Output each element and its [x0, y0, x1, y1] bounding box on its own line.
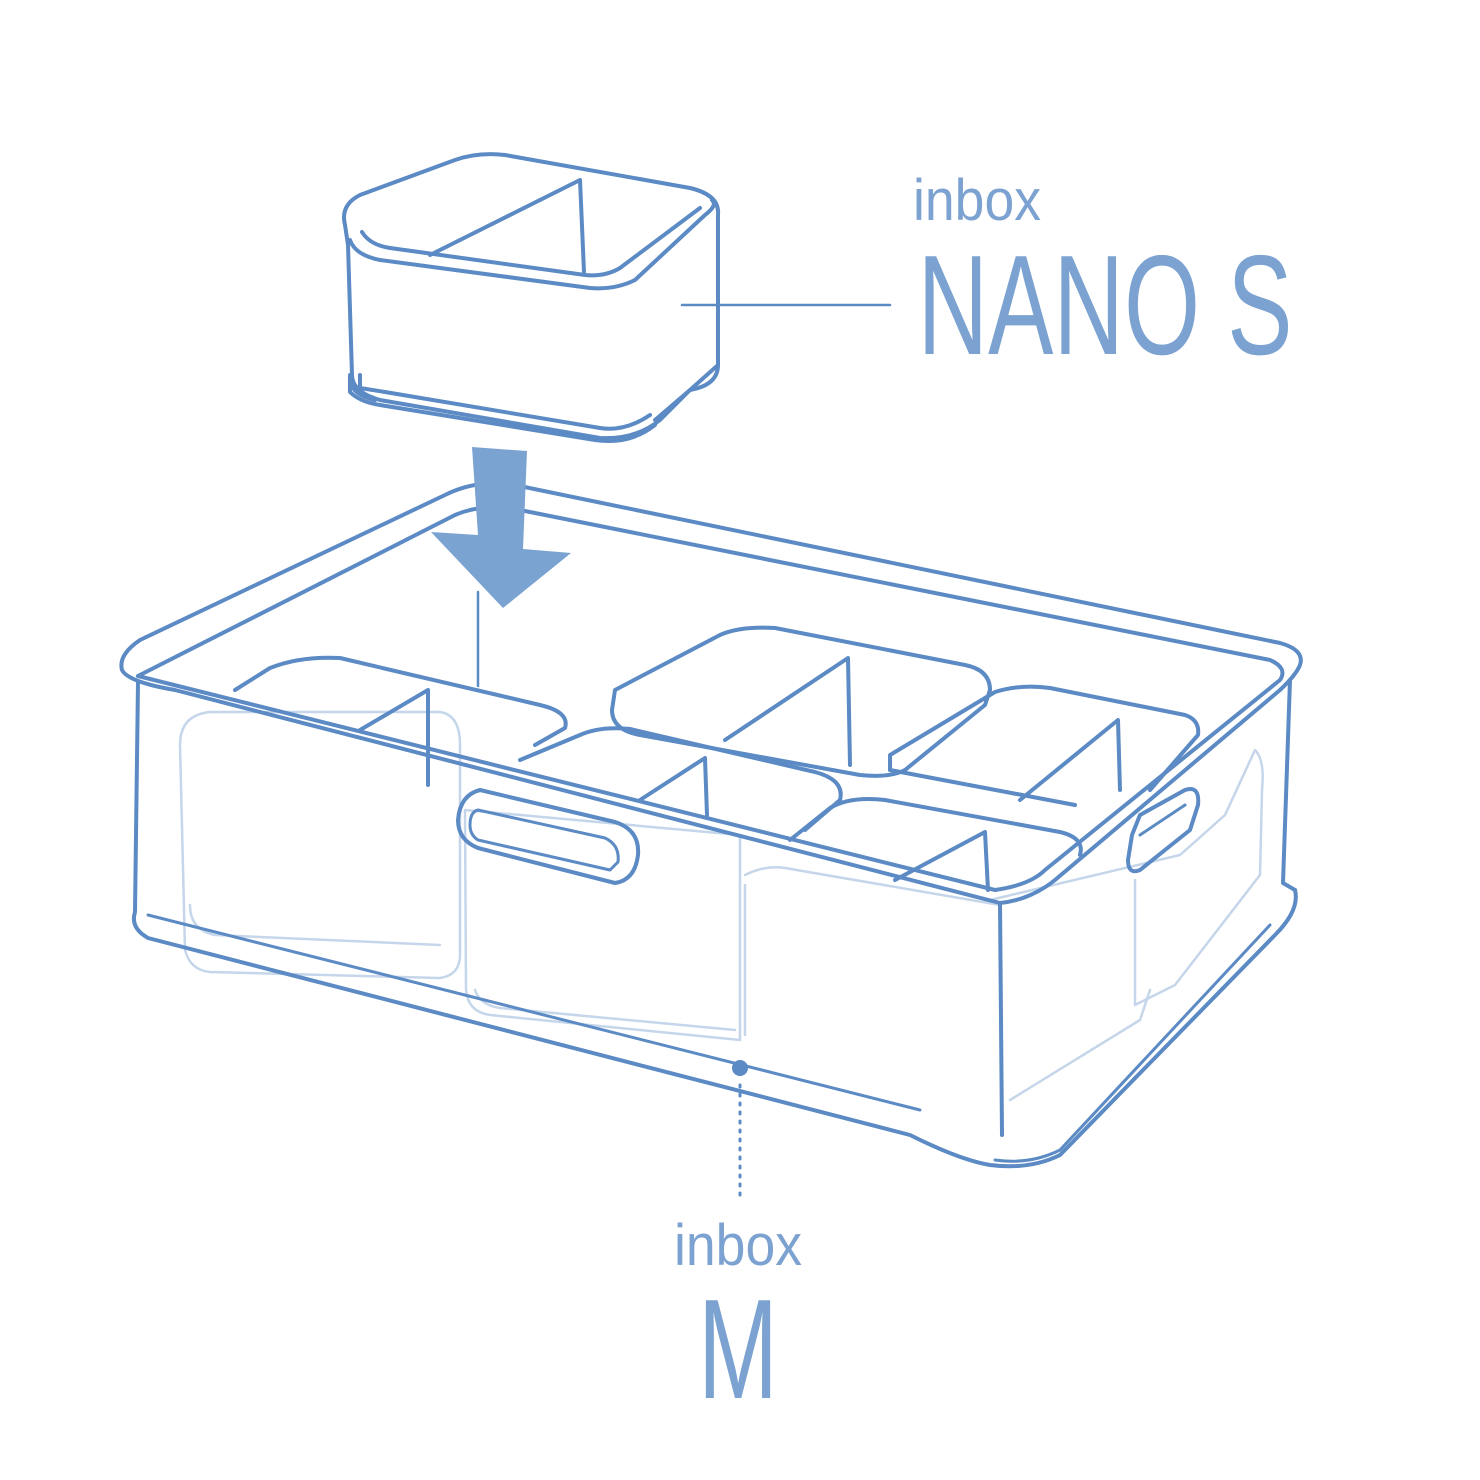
main-brand-text: inbox [674, 1213, 802, 1278]
nano-brand-text: inbox [913, 168, 1041, 233]
main-model-text: M [698, 1270, 778, 1429]
nano-box [342, 152, 721, 443]
main-label: inbox M [674, 1213, 802, 1429]
down-arrow-icon [431, 447, 571, 608]
nano-label: inbox NANO S [913, 168, 1293, 385]
inner-boxes [233, 625, 1201, 1037]
inner-boxes-faint [178, 710, 1264, 1102]
main-box [119, 481, 1303, 1169]
main-leader-dot [732, 1060, 748, 1076]
nano-model-text: NANO S [918, 226, 1293, 385]
